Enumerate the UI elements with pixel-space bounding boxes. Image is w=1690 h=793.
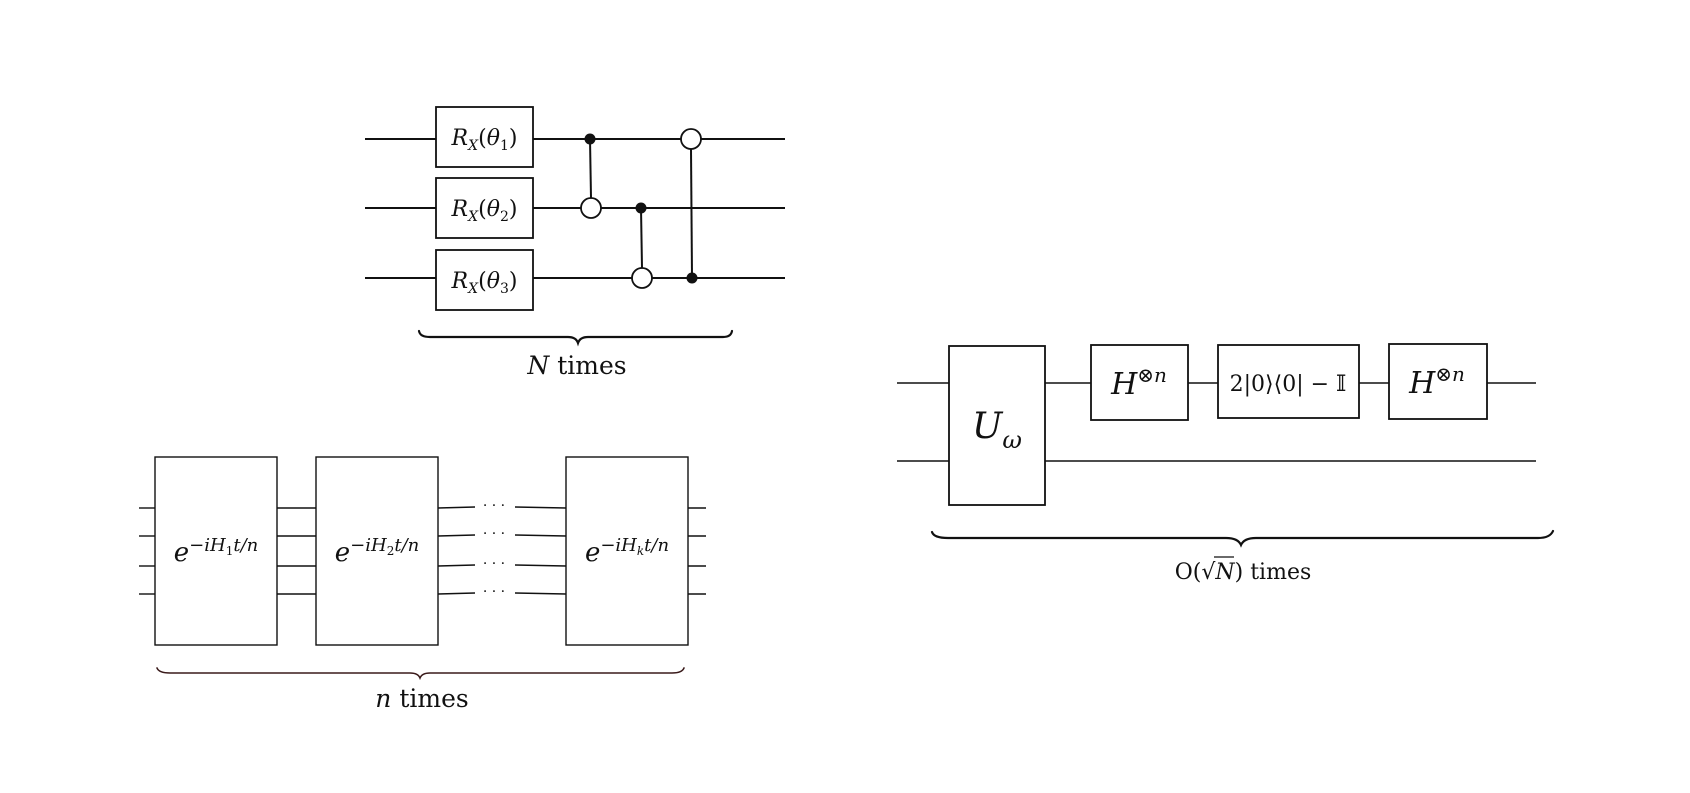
repeat-label-c: n times <box>375 684 468 713</box>
target-circle <box>580 197 602 219</box>
trotter-block-2: e−iH2t/n <box>315 456 439 646</box>
ellipsis-4: · · · <box>483 584 505 600</box>
rx-gate-2: RX(θ2) <box>435 177 534 239</box>
control-dot <box>584 133 596 145</box>
brace-a <box>417 329 734 347</box>
repeat-label-b: O(√N) times <box>1175 560 1312 585</box>
repeat-label-a: N times <box>526 351 626 380</box>
svg-text:e−iHkt/n: e−iHkt/n <box>585 535 669 568</box>
circuit-c: · · · · · · · · · · · · e−iH1t/n e−iH2t/… <box>139 456 706 713</box>
svg-text:Uω: Uω <box>972 406 1022 454</box>
trotter-block-k: e−iHkt/n <box>565 456 689 646</box>
diffusion-gate: 2|0⟩⟨0| − 𝕀 <box>1217 344 1360 419</box>
circuit-b: Uω H⊗n 2|0⟩⟨0| − 𝕀 H⊗n O(√N) times <box>897 343 1555 585</box>
ellipsis-1: · · · <box>483 498 505 514</box>
hadamard-gate-1: H⊗n <box>1090 344 1189 421</box>
rx-gate-1: RX(θ1) <box>435 106 534 168</box>
oracle-gate: Uω <box>948 345 1046 506</box>
rx-gate-3: RX(θ3) <box>435 249 534 311</box>
hadamard-gate-2: H⊗n <box>1388 343 1488 420</box>
ellipsis-3: · · · <box>483 556 505 572</box>
svg-text:2|0⟩⟨0| − 𝕀: 2|0⟩⟨0| − 𝕀 <box>1230 372 1347 397</box>
circuit-a: RX(θ1) RX(θ2) RX(θ3) <box>365 106 785 380</box>
cnot-3-1 <box>680 128 702 284</box>
target-circle <box>680 128 702 150</box>
svg-text:RX(θ3): RX(θ3) <box>451 269 518 297</box>
control-dot <box>635 202 647 214</box>
control-dot <box>686 272 698 284</box>
cnot-1-2 <box>580 133 602 219</box>
svg-text:RX(θ2): RX(θ2) <box>451 197 518 225</box>
svg-text:H⊗n: H⊗n <box>1408 362 1465 401</box>
trotter-block-1: e−iH1t/n <box>154 456 278 646</box>
wire-stubs <box>139 506 706 595</box>
brace-b <box>930 529 1555 548</box>
svg-text:e−iH1t/n: e−iH1t/n <box>174 535 258 568</box>
cnot-2-3 <box>631 202 653 289</box>
svg-text:H⊗n: H⊗n <box>1110 363 1167 402</box>
ellipsis-2: · · · <box>483 526 505 542</box>
target-circle <box>631 267 653 289</box>
svg-text:e−iH2t/n: e−iH2t/n <box>335 535 419 568</box>
svg-text:RX(θ1): RX(θ1) <box>451 126 518 154</box>
brace-c <box>156 667 685 681</box>
